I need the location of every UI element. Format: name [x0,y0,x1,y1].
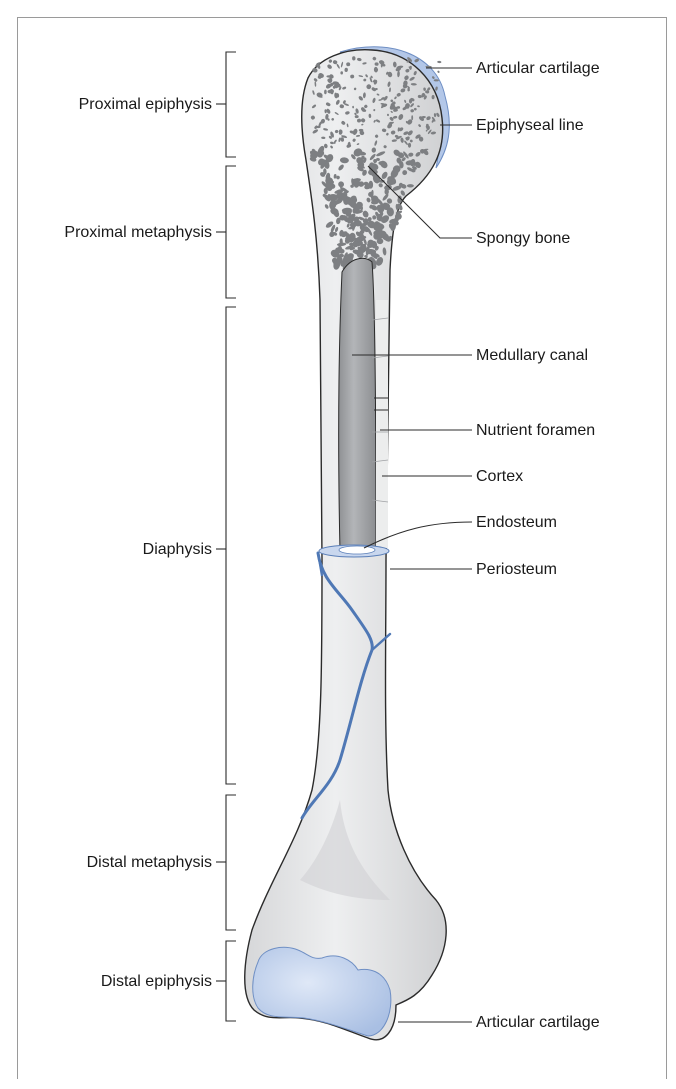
figure-frame [17,17,667,1079]
